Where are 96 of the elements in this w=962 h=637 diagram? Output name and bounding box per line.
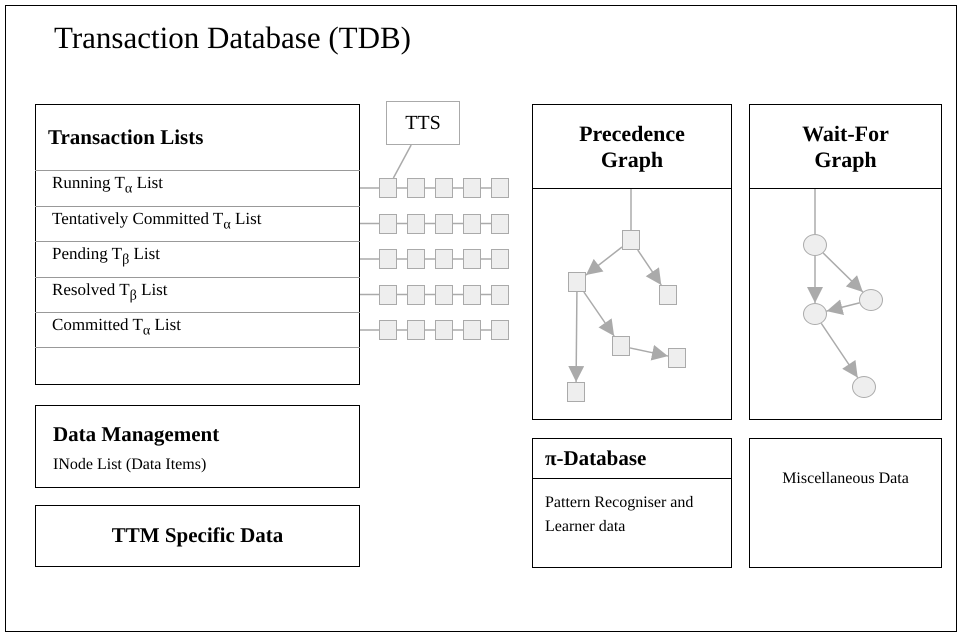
list-element-box [491,284,509,304]
connector-line [425,329,435,331]
list-element-box [379,284,397,304]
panel-heading: TTM Specific Data [110,523,284,548]
connector-line [453,329,463,331]
panel-heading: Transaction Lists [48,125,204,150]
connector-line [425,258,435,260]
connector-line [481,294,491,296]
connector-line [397,222,407,224]
panel-box [35,505,360,567]
connector-line [397,258,407,260]
connector-line [425,294,435,296]
arrow [630,344,668,361]
connector-line [360,329,379,331]
panel-box [749,438,942,568]
list-element-box [463,214,481,234]
connector-line [425,222,435,224]
connector-line [425,187,435,189]
list-element-box [491,214,509,234]
connector-line [630,188,632,230]
panel-text: INode List (Data Items) [53,456,206,474]
list-element-box [379,178,397,198]
graph-node-circle [859,289,883,311]
connector-line [481,187,491,189]
list-element-box [463,320,481,340]
arrow [586,246,622,276]
list-element-box [435,320,453,340]
arrow [637,250,662,286]
connector-line [360,187,379,189]
panel-box [532,438,732,568]
list-row: Resolved T$_{β}$ List [35,276,360,312]
list-element-box [463,249,481,269]
panel-heading: Wait-For Graph [801,121,890,172]
panel-box [35,405,360,488]
list-element-box [435,214,453,234]
list-row: Committed T$_{α}$ List [35,312,360,348]
list-element-box [435,284,453,304]
list-element-box [379,249,397,269]
list-element-box [435,249,453,269]
list-element-box [435,178,453,198]
connector-line [814,188,816,234]
arrow [583,292,615,336]
connector-line [453,222,463,224]
graph-node-box [612,336,630,356]
connector-line [397,187,407,189]
graph-node-circle [852,376,876,398]
graph-node-box [567,382,585,402]
frame-heading: Transaction Database (TDB) [54,20,411,56]
list-element-box [463,284,481,304]
connector-line [453,258,463,260]
connector-line [481,258,491,260]
connector-line [481,329,491,331]
graph-node-box [568,272,586,292]
panel-box [749,104,942,420]
connector-line [453,187,463,189]
graph-node-circle [803,234,827,256]
list-element-box [491,249,509,269]
list-element-box [491,320,509,340]
panel-box [35,104,360,385]
arrow [807,256,823,303]
panel-heading: π-Database [545,446,646,471]
connector-line [481,222,491,224]
list-row: Pending T$_{β}$ List [35,241,360,276]
connector-line [360,258,379,260]
connector-line [397,294,407,296]
graph-node-circle [803,303,827,325]
graph-node-box [659,285,677,305]
list-element-box [379,214,397,234]
arrow [826,299,860,315]
connector-line [397,329,407,331]
database-frame [5,5,957,632]
panel-box [532,104,732,420]
list-element-box [407,320,425,340]
panel-text: Miscellaneous Data [781,469,910,489]
list-element-box [407,284,425,304]
list-element-box [379,320,397,340]
panel-heading: Precedence Graph [578,121,686,172]
list-element-box [407,178,425,198]
arrow [568,292,584,382]
list-element-box [407,214,425,234]
arrow [820,322,858,378]
leader-line [392,144,412,178]
connector-line [360,222,379,224]
list-element-box [491,178,509,198]
arrow [822,252,864,292]
panel-text: Pattern Recogniser and Learner data [545,493,694,537]
panel-heading: Data Management [53,422,220,447]
connector-line [360,294,379,296]
list-row: Running T$_{α}$ List [35,170,360,206]
graph-node-box [622,230,640,250]
list-row: Tentatively Committed T$_{α}$ List [35,206,360,241]
connector-line [453,294,463,296]
list-element-box [463,178,481,198]
callout-box: TTS [386,101,460,145]
graph-node-box [668,348,686,368]
list-element-box [407,249,425,269]
